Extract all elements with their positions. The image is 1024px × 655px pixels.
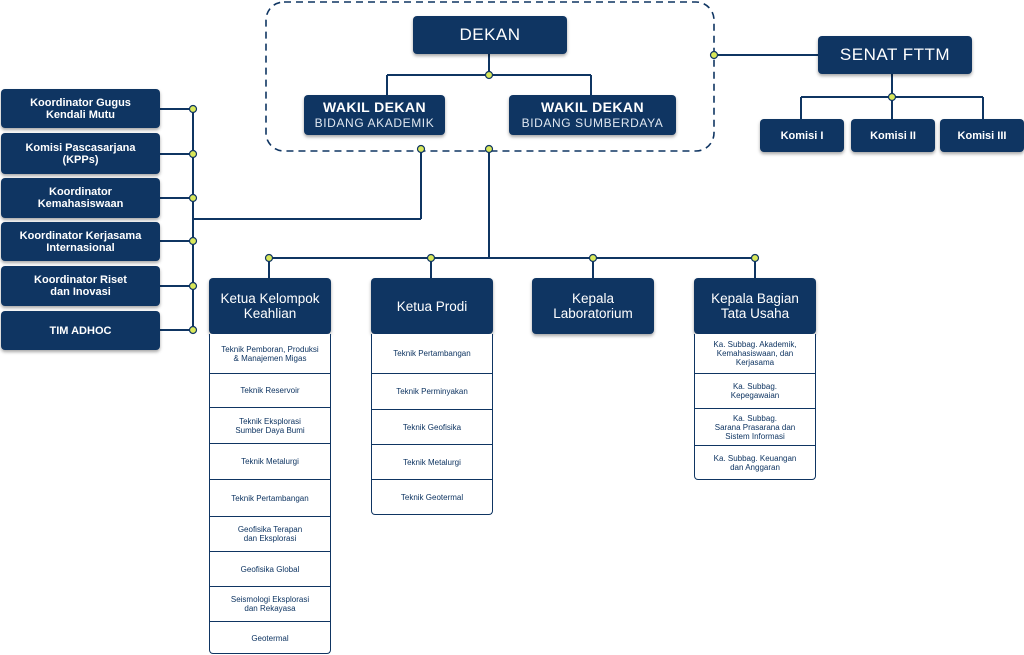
junction-dot	[416, 144, 426, 154]
senat-fttm-box: SENAT FTTM	[818, 36, 972, 74]
junction-dot	[188, 149, 198, 159]
list-item: Ka. Subbag. Sarana Prasarana dan Sistem …	[695, 409, 815, 446]
wakil-dekan-sumberdaya-box: WAKIL DEKAN BIDANG SUMBERDAYA	[509, 95, 676, 135]
junction-dot	[188, 104, 198, 114]
list-item: Geofisika Terapan dan Eksplorasi	[210, 517, 330, 552]
koordinator-kemahasiswaan-box: Koordinator Kemahasiswaan	[1, 178, 160, 218]
list-item: Ka. Subbag. Keuangan dan Anggaran	[713, 454, 797, 472]
kepala-laboratorium-box: Kepala Laboratorium	[532, 278, 654, 334]
dekan-box: DEKAN	[413, 16, 567, 54]
wakil-sumberdaya-title: WAKIL DEKAN	[541, 99, 644, 115]
tim-adhoc-box: TIM ADHOC	[1, 311, 160, 350]
junction-dot	[484, 144, 494, 154]
junction-dot	[887, 92, 897, 102]
koordinator-riset-inovasi-box: Koordinator Riset dan Inovasi	[1, 266, 160, 306]
wakil-dekan-akademik-box: WAKIL DEKAN BIDANG AKADEMIK	[304, 95, 445, 135]
junction-dot	[188, 193, 198, 203]
komisi-1-box: Komisi I	[760, 119, 844, 152]
list-item: Teknik Perminyakan	[372, 374, 492, 410]
junction-dot	[750, 253, 760, 263]
wakil-akademik-subtitle: BIDANG AKADEMIK	[314, 116, 435, 130]
list-item: Ka. Subbag. Kepegawaian	[695, 374, 815, 409]
junction-dot	[188, 236, 198, 246]
list-item: Teknik Reservoir	[210, 374, 330, 408]
komisi-3-box: Komisi III	[940, 119, 1024, 152]
list-item: Teknik Pemboran, Produksi & Manajemen Mi…	[210, 334, 330, 374]
junction-dot	[264, 253, 274, 263]
list-item: Geotermal	[251, 633, 289, 643]
junction-dot	[709, 50, 719, 60]
komisi-2-box: Komisi II	[851, 119, 935, 152]
junction-dot	[588, 253, 598, 263]
wakil-sumberdaya-subtitle: BIDANG SUMBERDAYA	[521, 116, 664, 130]
list-item: Teknik Eksplorasi Sumber Daya Bumi	[210, 408, 330, 444]
junction-dot	[484, 70, 494, 80]
kepala-bagian-tata-usaha-box: Kepala Bagian Tata Usaha	[694, 278, 816, 334]
koordinator-kerjasama-internasional-box: Koordinator Kerjasama Internasional	[1, 222, 160, 261]
leadership-group-frame	[265, 1, 715, 152]
list-item: Teknik Geotermal	[400, 493, 464, 502]
list-item: Teknik Metalurgi	[210, 444, 330, 480]
list-item: Teknik Pertambangan	[210, 480, 330, 517]
ketua-prodi-box: Ketua Prodi	[371, 278, 493, 334]
list-item: Seismologi Eksplorasi dan Rekayasa	[210, 587, 330, 622]
list-item: Geofisika Global	[210, 552, 330, 587]
list-item: Teknik Metalurgi	[372, 445, 492, 480]
junction-dot	[426, 253, 436, 263]
list-item: Teknik Pertambangan	[372, 334, 492, 374]
ketua-kelompok-keahlian-box: Ketua Kelompok Keahlian	[209, 278, 331, 334]
prodi-list: Teknik Pertambangan Teknik Perminyakan T…	[371, 334, 493, 515]
koordinator-gugus-kendali-mutu-box: Koordinator Gugus Kendali Mutu	[1, 89, 160, 128]
wakil-akademik-title: WAKIL DEKAN	[323, 99, 426, 115]
tata-usaha-list: Ka. Subbag. Akademik, Kemahasiswaan, dan…	[694, 334, 816, 480]
kelompok-keahlian-list: Teknik Pemboran, Produksi & Manajemen Mi…	[209, 334, 331, 654]
junction-dot	[188, 281, 198, 291]
junction-dot	[188, 325, 198, 335]
list-item: Teknik Geofisika	[372, 410, 492, 445]
komisi-pascasarjana-box: Komisi Pascasarjana (KPPs)	[1, 133, 160, 174]
list-item: Ka. Subbag. Akademik, Kemahasiswaan, dan…	[695, 334, 815, 374]
